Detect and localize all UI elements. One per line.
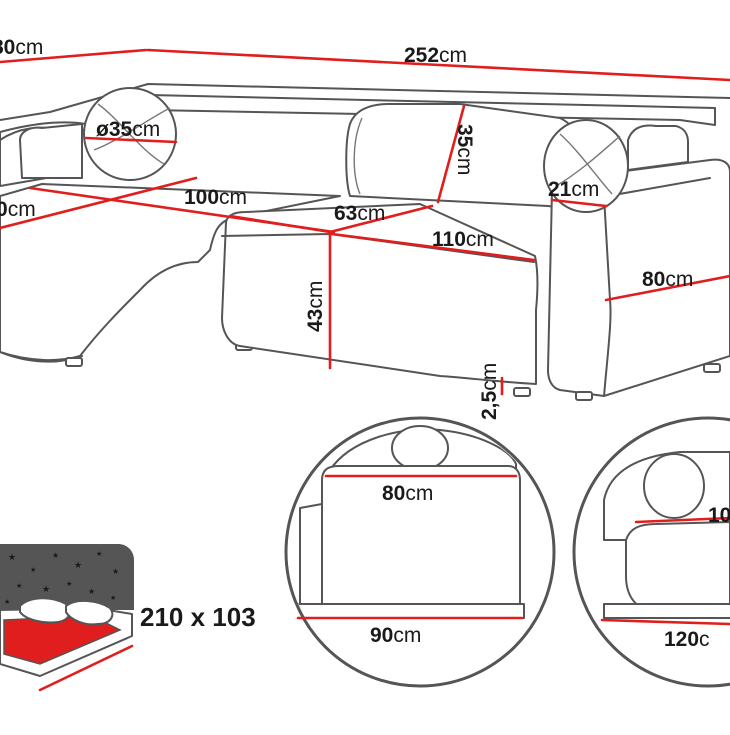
dim-line-top-left bbox=[0, 48, 148, 64]
dim-line-pillow bbox=[84, 136, 178, 144]
dim-line-armrest-width bbox=[550, 198, 608, 208]
label-detail2-top: 10 bbox=[708, 504, 730, 527]
star-icon: ★ bbox=[52, 551, 59, 560]
main-dimension-lines bbox=[0, 48, 730, 396]
detail-pillow bbox=[643, 453, 705, 519]
detail-view-armrest: 80cm 90cm bbox=[284, 416, 556, 688]
round-pillow-seam bbox=[93, 103, 171, 165]
bed-pillow bbox=[65, 600, 114, 626]
star-icon: ★ bbox=[4, 598, 10, 606]
dim-line-armrest-depth bbox=[604, 274, 730, 302]
star-icon: ★ bbox=[66, 580, 72, 588]
label-left-depth: 0cm bbox=[0, 198, 36, 221]
dim-line-detail2-bottom bbox=[600, 618, 730, 626]
star-icon: ★ bbox=[74, 560, 82, 570]
detail-base bbox=[295, 603, 525, 619]
label-top-left: 80cm bbox=[0, 36, 43, 59]
label-armrest-depth: 80cm bbox=[642, 268, 693, 291]
sofa-back-bolster-shadow bbox=[353, 117, 363, 195]
detail-pillow bbox=[391, 425, 449, 471]
sofa-chaise-roll bbox=[19, 123, 83, 179]
detail-armrest-block bbox=[321, 465, 521, 609]
sofa-foot bbox=[703, 363, 721, 373]
detail-circle-contents bbox=[603, 451, 730, 619]
star-icon: ★ bbox=[8, 552, 16, 562]
dim-line-pillow-height bbox=[436, 104, 466, 204]
label-pillow-height: 35cm bbox=[453, 124, 476, 175]
detail-base bbox=[603, 603, 730, 619]
detail-seat bbox=[625, 521, 730, 613]
star-icons: ★ ★ ★ ★ ★ ★ ★ ★ ★ ★ ★ ★ bbox=[4, 550, 119, 606]
star-icon: ★ bbox=[96, 550, 102, 558]
dim-line-seat-width bbox=[330, 232, 536, 262]
label-seat-width: 110cm bbox=[432, 228, 494, 251]
label-total-length: 252cm bbox=[404, 44, 467, 67]
dim-line-seat-depth-top bbox=[328, 204, 434, 234]
label-sleeping-area: 210 x 103 bbox=[140, 602, 256, 632]
star-icon: ★ bbox=[88, 587, 95, 596]
sofa-right-arm-inner bbox=[603, 195, 612, 397]
label-detail2-bottom: 120c bbox=[664, 628, 710, 651]
sofa-right-block bbox=[627, 124, 689, 171]
star-icon: ★ bbox=[16, 582, 22, 590]
sofa-foot bbox=[65, 357, 83, 367]
round-pillow-seam bbox=[555, 133, 621, 195]
label-leg-height: 2,5cm bbox=[478, 363, 501, 420]
main-dimension-labels: 80cm 252cm ø35cm 0cm 100cm 35cm 21cm 63c… bbox=[0, 36, 693, 420]
bed-pillow bbox=[19, 597, 72, 624]
star-icon: ★ bbox=[42, 584, 50, 594]
label-seat-height: 43cm bbox=[304, 281, 327, 332]
dim-line-total-length bbox=[146, 48, 730, 82]
label-detail1-bottom: 90cm bbox=[370, 624, 421, 647]
star-icon: ★ bbox=[112, 567, 119, 576]
sofa-foot bbox=[513, 387, 531, 397]
detail-armrest-side bbox=[299, 503, 323, 613]
starry-panel bbox=[0, 544, 134, 610]
dim-line-chaise-depth bbox=[0, 176, 198, 230]
star-icon: ★ bbox=[30, 566, 36, 574]
sleeping-function-illustration: ★ ★ ★ ★ ★ ★ ★ ★ ★ ★ ★ ★ 210 x 103 bbox=[0, 544, 256, 692]
dim-line-detail2-top bbox=[634, 516, 730, 524]
label-chaise-length: 100cm bbox=[184, 186, 247, 209]
sofa-back-top bbox=[0, 83, 730, 121]
label-detail1-top: 80cm bbox=[382, 482, 433, 505]
star-icon: ★ bbox=[110, 594, 116, 602]
dim-line-bed bbox=[38, 644, 134, 692]
label-armrest-width: 21cm bbox=[548, 178, 599, 201]
sofa-chaise-seat bbox=[0, 183, 341, 362]
sofa-foot bbox=[575, 391, 593, 401]
detail-view-chaise: 10 120c bbox=[572, 416, 730, 688]
label-pillow-diameter: ø35cm bbox=[96, 118, 160, 141]
label-seat-depth: 63cm bbox=[334, 202, 385, 225]
dim-line-seat-depth bbox=[228, 214, 332, 234]
